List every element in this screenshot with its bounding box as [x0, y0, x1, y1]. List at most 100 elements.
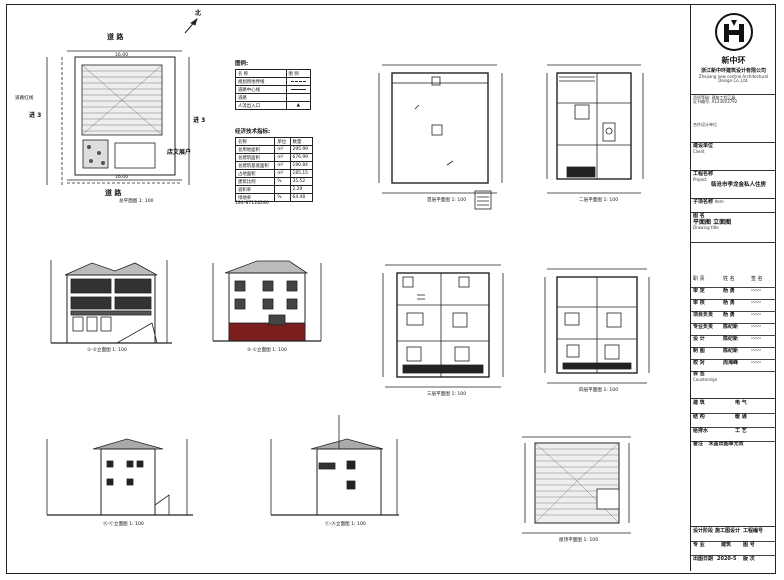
signature-row: 项目负责杨 勇〰〰 — [691, 311, 776, 324]
sig-header-name: 姓 名 — [723, 276, 735, 282]
tech-header-value: 数量 — [289, 137, 314, 146]
site-dim-top: 16.00 — [115, 53, 129, 58]
plan-1-caption: 首层平面图 1: 100 — [427, 198, 467, 203]
site-redline-label: 道路红线 — [15, 96, 34, 101]
client-label: 建设单位 — [693, 143, 714, 149]
plan-4-linework — [544, 268, 650, 384]
tech-cell: 占地面积 — [234, 169, 276, 178]
countersign-label-en: Countersign — [693, 376, 718, 382]
signature-scribble: 〰〰 — [751, 300, 762, 306]
signature-scribble: 〰〰 — [751, 348, 762, 354]
tech-cell: 676.99 — [289, 153, 314, 162]
legend-table: 名 称图 例 规划用地界线 道路中心线 道路 人流出入口▲ — [235, 69, 312, 110]
road-bottom-label: 道 路 — [105, 189, 122, 197]
cert-line: 资质等级: 建筑工程乙级 — [693, 95, 736, 100]
tech-header-unit: 单位 — [274, 137, 291, 146]
elevation-1-linework — [50, 260, 172, 344]
signature-scribble: 〰〰 — [751, 336, 762, 342]
tech-cell: m² — [274, 169, 291, 178]
plan-3-linework — [382, 264, 504, 388]
logo-name: 新中环 — [721, 55, 746, 65]
signature-scribble: 〰〰 — [751, 324, 762, 330]
north-arrow — [184, 18, 198, 34]
tech-cell: 2.29 — [289, 185, 314, 194]
tech-cell: 总建筑面积 — [234, 153, 276, 162]
signature-row: 审 定杨 勇〰〰 — [691, 287, 776, 300]
site-left-label: 进 3 — [29, 112, 42, 119]
drawing-title: 平面图 立面图 — [693, 218, 732, 226]
legend-row: 道路 — [235, 93, 287, 102]
company-name-en: Zhejiang new central Architectural Desig… — [698, 73, 769, 84]
cert-line: 证书编号: A133003792 — [693, 99, 738, 105]
tech-header-name: 名称 — [234, 137, 276, 146]
legend-header-symbol: 图 例 — [285, 69, 312, 78]
road-top-label: 道 路 — [107, 33, 124, 41]
tech-cell: 185.15 — [289, 169, 314, 178]
phone-number: 184-87128280 — [235, 201, 269, 206]
tech-cell: 35.52 — [289, 177, 314, 186]
elevation-1-caption: ①-⑤立面图 1: 100 — [87, 348, 127, 353]
tech-cell: 总建筑基底面积 — [234, 161, 276, 170]
tech-cell: 建筑比例 — [234, 177, 276, 186]
client-cell: 建设单位 Client — [691, 143, 776, 171]
legend-row: 道路中心线 — [235, 85, 287, 94]
elevation-2-caption: ⑤-①立面图 1: 100 — [247, 348, 287, 353]
drawing-area: 道 路 道 路 进 3 道路红线 进 3 16.00 16.00 店文展户 总平… — [7, 5, 687, 571]
sig-header-role: 职 责 — [693, 276, 705, 282]
signature-row: 校 对周海峰〰〰 — [691, 359, 776, 372]
tech-cell: % — [274, 193, 291, 202]
company-name: 浙江新中环建筑设计有限公司 — [700, 68, 766, 75]
signature-row: 审 核杨 勇〰〰 — [691, 299, 776, 312]
roof-plan-linework — [522, 436, 631, 534]
drawing-sheet: 道 路 道 路 进 3 道路红线 进 3 16.00 16.00 店文展户 总平… — [6, 4, 776, 574]
drawing-title-en: Drawing title — [693, 225, 719, 231]
type-row: 专 业建筑图 号 — [691, 541, 776, 556]
signature-row: 设 计陈纪新〰〰 — [691, 335, 776, 348]
tech-cell: 295.99 — [289, 145, 314, 154]
discipline-row: 给排水工 艺 — [691, 427, 776, 442]
site-dim-bottom: 16.00 — [115, 175, 129, 180]
plan-3-caption: 三层平面图 1: 100 — [427, 392, 467, 397]
tech-cell: 64.48 — [289, 193, 314, 202]
tech-cell: 190.84 — [289, 161, 314, 170]
site-plan-caption: 总平面图 1: 100 — [119, 199, 154, 204]
legend-header-name: 名 称 — [235, 69, 287, 78]
elevation-3-linework — [46, 438, 193, 516]
elevation-4-caption: Ⓒ-Ⓐ立面图 1: 100 — [325, 522, 366, 527]
certificate-cell: 资质等级: 建筑工程乙级 证书编号: A133003792 合作设计单位 — [691, 95, 776, 143]
legend-row: 人流出入口 — [235, 101, 287, 110]
tech-cell: 总用地面积 — [234, 145, 276, 154]
elevation-2-linework — [212, 260, 322, 342]
elevation-3-caption: Ⓐ-Ⓒ立面图 1: 100 — [103, 522, 144, 527]
plan-2-linework — [546, 64, 644, 194]
phase-row: 设计阶段施工图设计工程编号 — [691, 527, 776, 542]
tech-cell: % — [274, 177, 291, 186]
tech-cell: m² — [274, 153, 291, 162]
drawing-canvas — [46, 18, 650, 534]
subitem-label-en: Item — [714, 199, 724, 204]
notes-label: 备注 — [693, 441, 704, 447]
title-block: 新中环 浙江新中环建筑设计有限公司 Zhejiang new central A… — [690, 5, 776, 571]
drawing-title-label: 图 名 — [693, 213, 705, 219]
shop-label: 店文展户 — [167, 149, 192, 156]
discipline-row: 结 构暖 通 — [691, 413, 776, 428]
project-name: 临沧市李龙金私人住房 — [711, 181, 767, 188]
signature-scribble: 〰〰 — [751, 288, 762, 294]
signature-row: 专业负责陈纪新〰〰 — [691, 323, 776, 336]
legend-row: 规划用地界线 — [235, 77, 287, 86]
client-label-en: Client — [693, 148, 705, 154]
tech-cell — [274, 185, 291, 194]
plan-1-linework — [378, 64, 503, 210]
discipline-row: 建 筑电 气 — [691, 399, 776, 414]
cooperate-label: 合作设计单位 — [693, 121, 717, 127]
roof-plan-caption: 屋顶平面图 1: 100 — [559, 538, 599, 543]
site-right-label: 进 3 — [193, 117, 206, 124]
project-label: 工程名称 — [693, 171, 714, 177]
legend-title: 图例: — [235, 61, 249, 67]
tech-table-title: 经济技术指标: — [235, 129, 271, 135]
project-cell: 工程名称 Project 临沧市李龙金私人住房 — [691, 171, 776, 199]
signature-scribble: 〰〰 — [751, 360, 762, 366]
plan-4-caption: 四层平面图 1: 100 — [579, 388, 619, 393]
countersign-label: 会 签 — [693, 371, 705, 377]
